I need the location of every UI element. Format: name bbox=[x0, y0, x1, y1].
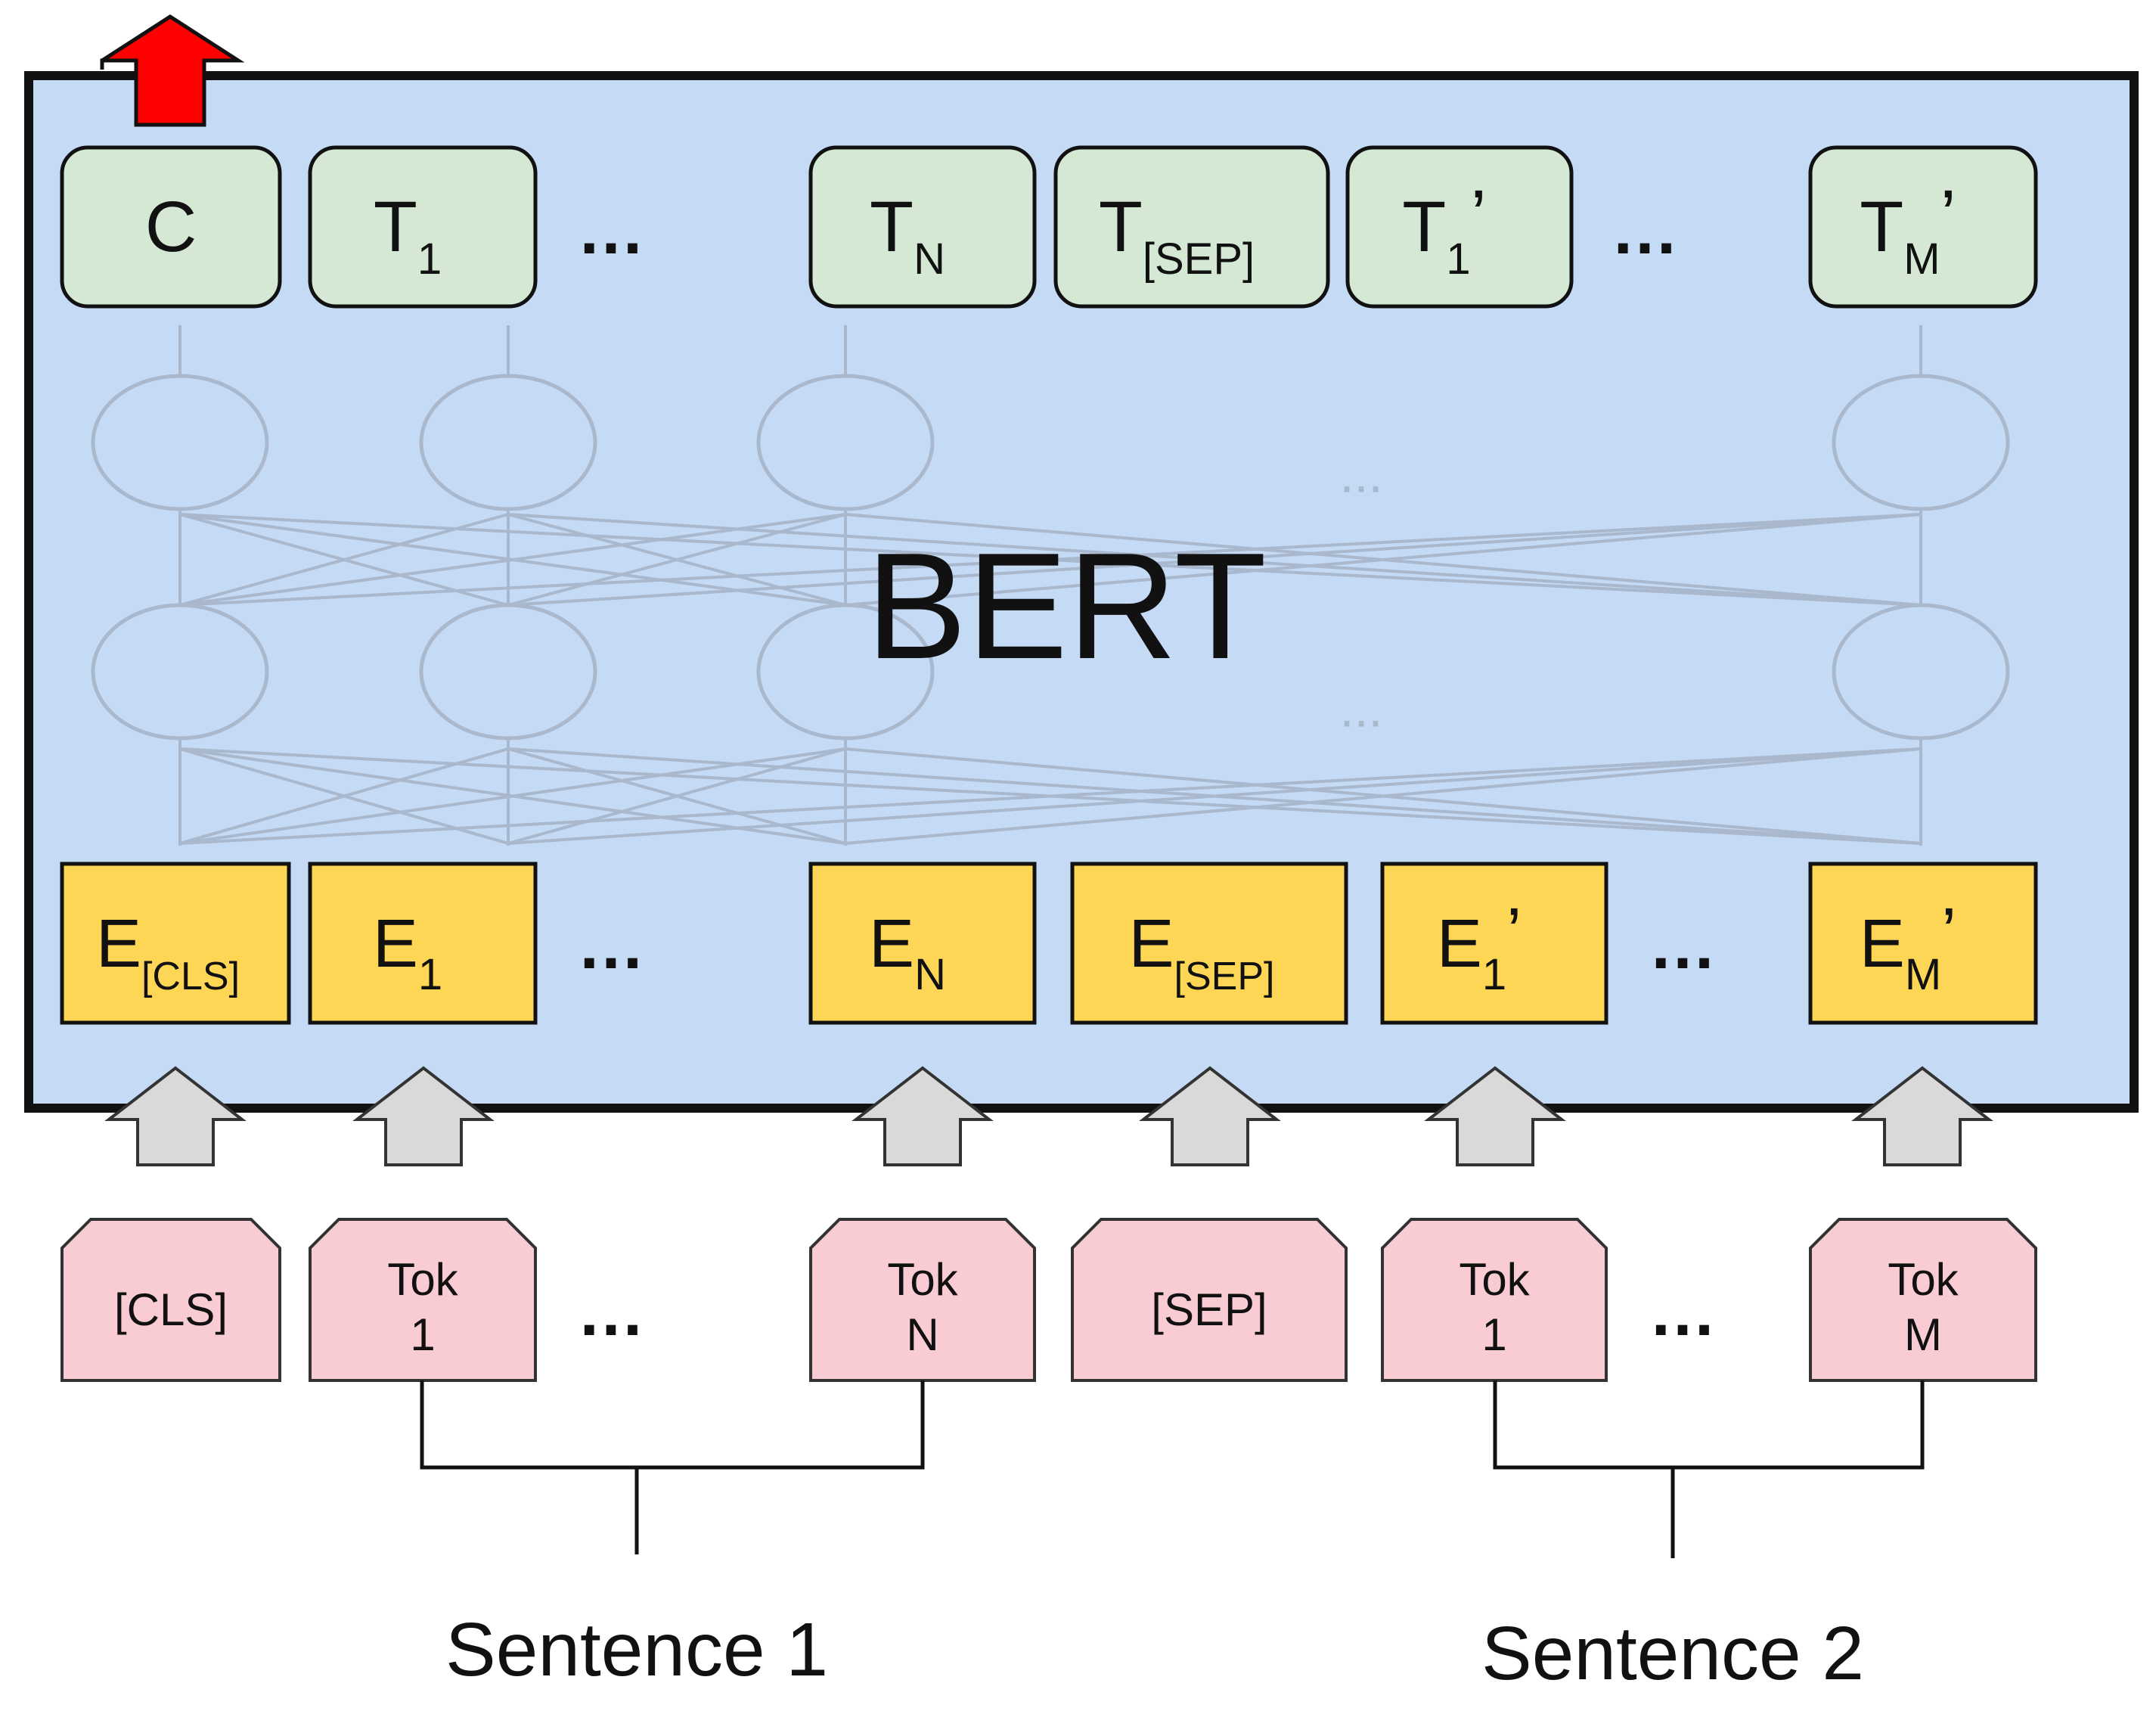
hidden-edge bbox=[507, 513, 1922, 607]
token-label: [CLS] bbox=[114, 1284, 228, 1335]
box-label: E[SEP] bbox=[1129, 906, 1275, 998]
hidden-edge bbox=[845, 747, 1922, 845]
token-label: Tok bbox=[887, 1254, 958, 1305]
hidden-edge bbox=[507, 747, 1922, 845]
input-arrows bbox=[104, 1066, 1993, 1166]
output-box: TN bbox=[808, 145, 1037, 309]
hidden-network: …… bbox=[91, 325, 2010, 846]
embedding-ellipsis: … bbox=[577, 908, 645, 983]
sentence-2-bracket bbox=[1493, 1380, 1925, 1470]
token-box: [SEP] bbox=[1071, 1218, 1348, 1382]
embedding-box: E[SEP] bbox=[1070, 862, 1348, 1025]
box-label: E1’ bbox=[1437, 895, 1522, 999]
embedding-box: E1’ bbox=[1380, 862, 1608, 1025]
output-box: C bbox=[60, 145, 282, 309]
embedding-ellipsis: … bbox=[1649, 908, 1717, 983]
token-index: N bbox=[906, 1309, 938, 1360]
hidden-edge bbox=[179, 513, 509, 607]
hidden-edge bbox=[507, 513, 846, 607]
output-box: T1 bbox=[308, 145, 538, 309]
hidden-edge bbox=[179, 513, 1922, 607]
box-label: E[CLS] bbox=[96, 906, 240, 998]
output-ellipsis: … bbox=[577, 193, 645, 269]
box-label: T1 bbox=[374, 187, 442, 284]
input-arrow-icon bbox=[1139, 1066, 1281, 1166]
token-label: Tok bbox=[1888, 1254, 1959, 1305]
hidden-edge bbox=[507, 747, 846, 845]
box-label: T[SEP] bbox=[1099, 187, 1255, 284]
box-label: EM’ bbox=[1860, 895, 1956, 999]
hidden-edge bbox=[179, 747, 846, 845]
hidden-edge bbox=[179, 747, 509, 845]
sentence-brackets bbox=[420, 1380, 1925, 1558]
box-label: T1’ bbox=[1402, 175, 1486, 284]
input-arrow-icon bbox=[852, 1066, 994, 1166]
output-box: T1’ bbox=[1345, 145, 1574, 309]
output-layer: C T1 … TN T[SEP] T1’ … TM’ bbox=[60, 145, 2038, 309]
hidden-ellipsis: … bbox=[1339, 685, 1384, 736]
box-label: EN bbox=[869, 906, 946, 999]
box-label: E1 bbox=[373, 906, 442, 999]
token-label: [SEP] bbox=[1151, 1284, 1267, 1335]
sentence-2-label: Sentence 2 bbox=[1481, 1611, 1864, 1696]
embedding-box: E1 bbox=[308, 862, 538, 1025]
token-index: 1 bbox=[410, 1309, 435, 1360]
box-label: TN bbox=[870, 187, 945, 284]
input-arrow-icon bbox=[352, 1066, 495, 1166]
token-index: M bbox=[1904, 1309, 1942, 1360]
output-box: TM’ bbox=[1808, 145, 2038, 309]
token-label: Tok bbox=[1459, 1254, 1530, 1305]
hidden-edge bbox=[179, 513, 846, 607]
embedding-box: E[CLS] bbox=[60, 862, 291, 1025]
hidden-edge bbox=[179, 747, 1922, 845]
hidden-edge bbox=[845, 513, 1922, 607]
box-label: TM’ bbox=[1860, 175, 1956, 284]
input-arrow-icon bbox=[104, 1066, 247, 1166]
sentence-1-label: Sentence 1 bbox=[445, 1607, 828, 1692]
output-box: T[SEP] bbox=[1053, 145, 1330, 309]
output-ellipsis: … bbox=[1611, 193, 1679, 269]
input-arrow-icon bbox=[1424, 1066, 1566, 1166]
token-box: [CLS] bbox=[60, 1218, 281, 1382]
sentence-1-bracket bbox=[420, 1380, 925, 1470]
embedding-layer: E[CLS] E1 … EN E[SEP] E1’ … EM’ bbox=[60, 862, 2038, 1025]
hidden-ellipsis: … bbox=[1339, 451, 1384, 502]
embedding-box: EM’ bbox=[1808, 862, 2038, 1025]
embedding-box: EN bbox=[808, 862, 1037, 1025]
token-ellipsis: … bbox=[577, 1275, 645, 1350]
box-label: C bbox=[145, 187, 197, 267]
token-ellipsis: … bbox=[1649, 1275, 1717, 1350]
input-arrow-icon bbox=[1851, 1066, 1993, 1166]
token-label: Tok bbox=[387, 1254, 458, 1305]
bert-label: BERT bbox=[866, 522, 1267, 691]
token-index: 1 bbox=[1481, 1309, 1506, 1360]
output-arrow-icon bbox=[100, 14, 245, 127]
